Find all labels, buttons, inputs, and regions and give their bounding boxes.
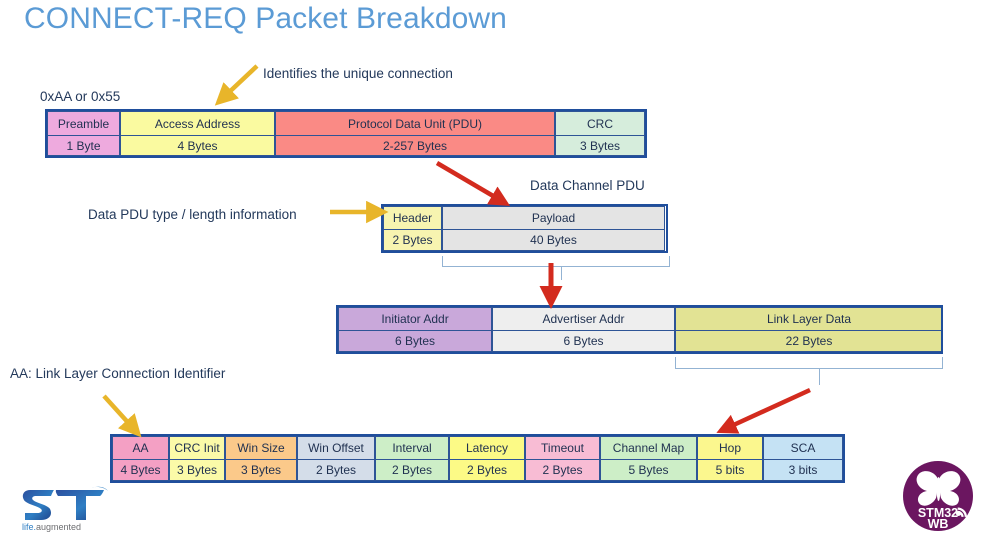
field-initiator-addr-name: Initiator Addr bbox=[338, 307, 492, 330]
packet-row-names: Initiator Addr Advertiser Addr Link Laye… bbox=[338, 307, 943, 330]
field-pdu-size: 2-257 Bytes bbox=[275, 135, 555, 156]
field-payload-size: 40 Bytes bbox=[442, 229, 665, 251]
st-tagline-augmented: augmented bbox=[36, 522, 81, 532]
field-link-layer-data-name: Link Layer Data bbox=[675, 307, 943, 330]
annotation-header-note: Data PDU type / length information bbox=[88, 207, 297, 222]
field-interval-name: Interval bbox=[375, 436, 449, 459]
field-channel-map-size: 5 Bytes bbox=[600, 459, 697, 481]
field-timeout-size: 2 Bytes bbox=[525, 459, 600, 481]
field-sca-name: SCA bbox=[763, 436, 843, 459]
annotation-data-channel-pdu: Data Channel PDU bbox=[530, 178, 645, 193]
field-advertiser-addr-size: 6 Bytes bbox=[492, 330, 675, 352]
annotation-aa-note: AA: Link Layer Connection Identifier bbox=[10, 366, 226, 381]
field-crc-name: CRC bbox=[555, 111, 645, 135]
field-access-address-size: 4 Bytes bbox=[120, 135, 275, 156]
st-logo: life.augmented bbox=[18, 484, 114, 532]
field-aa-name: AA bbox=[112, 436, 169, 459]
field-timeout-name: Timeout bbox=[525, 436, 600, 459]
field-header-size: 2 Bytes bbox=[383, 229, 442, 251]
bracket-payload bbox=[442, 256, 670, 267]
packet-row-sizes: 4 Bytes 3 Bytes 3 Bytes 2 Bytes 2 Bytes … bbox=[112, 459, 843, 481]
field-win-size-name: Win Size bbox=[225, 436, 297, 459]
butterfly-icon bbox=[916, 471, 961, 506]
field-initiator-addr-size: 6 Bytes bbox=[338, 330, 492, 352]
field-crc-init-size: 3 Bytes bbox=[169, 459, 225, 481]
field-access-address-name: Access Address bbox=[120, 111, 275, 135]
bracket-payload-stem bbox=[561, 266, 562, 280]
badge-line1: STM32 bbox=[918, 506, 958, 520]
packet-link-layer-data: AA CRC Init Win Size Win Offset Interval… bbox=[112, 436, 843, 481]
bracket-link-layer-data-stem bbox=[819, 368, 820, 385]
field-hop-size: 5 bits bbox=[697, 459, 763, 481]
field-crc-size: 3 Bytes bbox=[555, 135, 645, 156]
field-win-size-size: 3 Bytes bbox=[225, 459, 297, 481]
arrow-pdu-to-header bbox=[435, 161, 511, 206]
field-advertiser-addr-name: Advertiser Addr bbox=[492, 307, 675, 330]
packet-data-channel-pdu: Header Payload 2 Bytes 40 Bytes bbox=[383, 206, 665, 251]
packet-row-sizes: 6 Bytes 6 Bytes 22 Bytes bbox=[338, 330, 943, 352]
field-payload-name: Payload bbox=[442, 206, 665, 229]
field-preamble-name: Preamble bbox=[47, 111, 120, 135]
annotation-access-address-note: Identifies the unique connection bbox=[263, 66, 453, 81]
field-latency-size: 2 Bytes bbox=[449, 459, 525, 481]
packet-link-layer: Preamble Access Address Protocol Data Un… bbox=[47, 111, 645, 156]
packet-row-names: Preamble Access Address Protocol Data Un… bbox=[47, 111, 645, 135]
field-crc-init-name: CRC Init bbox=[169, 436, 225, 459]
field-latency-name: Latency bbox=[449, 436, 525, 459]
field-preamble-size: 1 Byte bbox=[47, 135, 120, 156]
field-hop-name: Hop bbox=[697, 436, 763, 459]
field-pdu-name: Protocol Data Unit (PDU) bbox=[275, 111, 555, 135]
packet-row-names: AA CRC Init Win Size Win Offset Interval… bbox=[112, 436, 843, 459]
wireless-icon bbox=[955, 507, 967, 517]
packet-connect-req-payload: Initiator Addr Advertiser Addr Link Laye… bbox=[338, 307, 943, 352]
packet-row-sizes: 1 Byte 4 Bytes 2-257 Bytes 3 Bytes bbox=[47, 135, 645, 156]
st-logo-mark bbox=[22, 486, 108, 520]
arrow-aa-note bbox=[102, 394, 142, 438]
bracket-link-layer-data bbox=[675, 357, 943, 369]
st-tagline-life: life.augmented bbox=[22, 522, 81, 532]
arrow-access-address bbox=[214, 64, 259, 106]
stm32wb-badge: STM32 WB bbox=[900, 458, 976, 534]
field-win-offset-size: 2 Bytes bbox=[297, 459, 375, 481]
field-sca-size: 3 bits bbox=[763, 459, 843, 481]
field-link-layer-data-size: 22 Bytes bbox=[675, 330, 943, 352]
arrow-link-layer-data-down bbox=[716, 387, 811, 434]
field-win-offset-name: Win Offset bbox=[297, 436, 375, 459]
packet-row-names: Header Payload bbox=[383, 206, 665, 229]
page-title: CONNECT-REQ Packet Breakdown bbox=[24, 2, 507, 35]
badge-line2: WB bbox=[928, 517, 949, 531]
annotation-preamble-value: 0xAA or 0x55 bbox=[40, 89, 121, 104]
field-channel-map-name: Channel Map bbox=[600, 436, 697, 459]
field-interval-size: 2 Bytes bbox=[375, 459, 449, 481]
packet-row-sizes: 2 Bytes 40 Bytes bbox=[383, 229, 665, 251]
field-aa-size: 4 Bytes bbox=[112, 459, 169, 481]
field-header-name: Header bbox=[383, 206, 442, 229]
